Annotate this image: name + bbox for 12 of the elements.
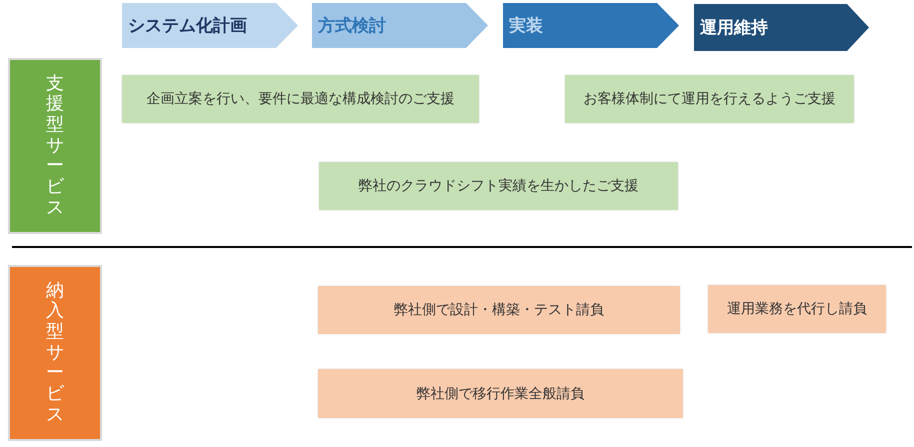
phase-banner: 方式検討 — [312, 3, 488, 48]
phase-banner: 実装 — [503, 3, 679, 48]
category-band: 納入型サービス — [8, 265, 102, 441]
service-box: 弊社側で設計・構築・テスト請負 — [318, 286, 680, 334]
phase-banner: システム化計画 — [122, 3, 298, 48]
service-box: 運用業務を代行し請負 — [708, 285, 886, 333]
phase-banner: 運用維持 — [694, 4, 869, 51]
service-box: 弊社側で移行作業全般請負 — [318, 369, 683, 418]
category-band: 支援型サービス — [8, 58, 102, 234]
service-box: 弊社のクラウドシフト実績を生かしたご支援 — [319, 162, 678, 210]
service-box: 企画立案を行い、要件に最適な構成検討のご支援 — [122, 75, 479, 123]
service-box: お客様体制にて運用を行えるようご支援 — [565, 75, 854, 123]
